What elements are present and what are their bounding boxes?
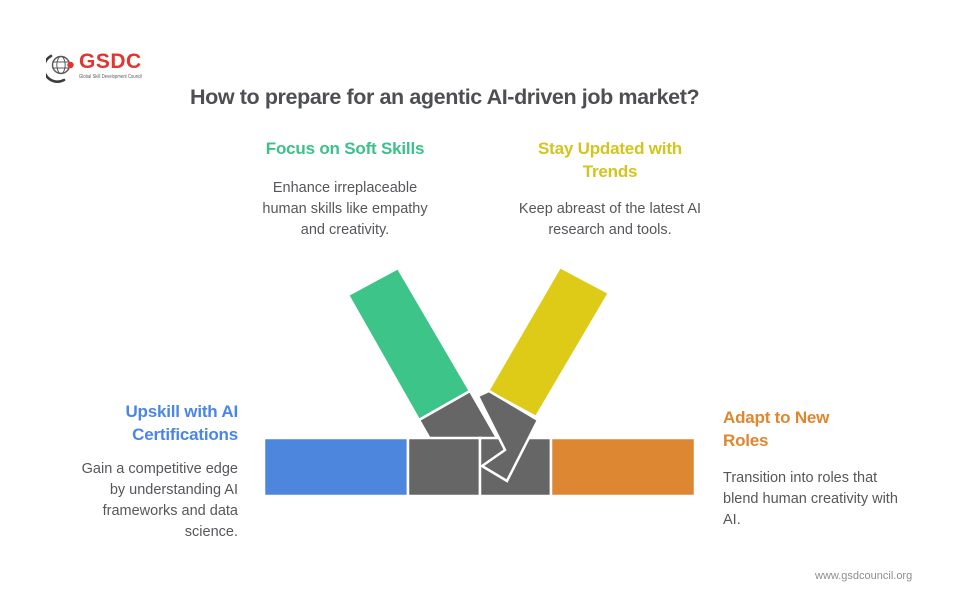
footer-url: www.gsdcouncil.org (815, 570, 913, 582)
section-adapt-roles-title: Adapt to New Roles (723, 408, 830, 450)
logo-text: GSDC (79, 50, 142, 73)
section-upskill-certifications-description: Gain a competitive edge by understanding… (81, 461, 238, 540)
yellow-ribbon-gray-folded-tip (476, 389, 540, 483)
section-upskill-certifications: Upskill with AI Certifications Gain a co… (40, 400, 239, 543)
section-stay-updated: Stay Updated with Trends Keep abreast of… (490, 137, 730, 241)
section-adapt-roles: Adapt to New Roles Transition into roles… (723, 406, 908, 531)
section-soft-skills-description: Enhance irreplaceable human skills like … (262, 180, 428, 238)
yellow-ribbon (486, 265, 611, 419)
orange-bar-segment (549, 436, 697, 498)
gray-bar-segment-left (406, 436, 482, 498)
section-soft-skills: Focus on Soft Skills Enhance irreplaceab… (225, 137, 465, 241)
logo-tagline: Global Skill Development Council (79, 74, 143, 80)
green-ribbon (346, 266, 472, 422)
section-upskill-certifications-title: Upskill with AI Certifications (125, 402, 238, 444)
page-title: How to prepare for an agentic AI-driven … (190, 85, 700, 109)
section-stay-updated-description: Keep abreast of the latest AI research a… (518, 201, 702, 238)
globe-icon (42, 51, 76, 83)
section-soft-skills-title: Focus on Soft Skills (265, 139, 425, 158)
section-adapt-roles-description: Transition into roles that blend human c… (723, 470, 898, 528)
section-stay-updated-title: Stay Updated with Trends (538, 139, 682, 181)
logo: GSDC Global Skill Development Council (42, 50, 156, 83)
blue-bar-segment (262, 436, 410, 498)
